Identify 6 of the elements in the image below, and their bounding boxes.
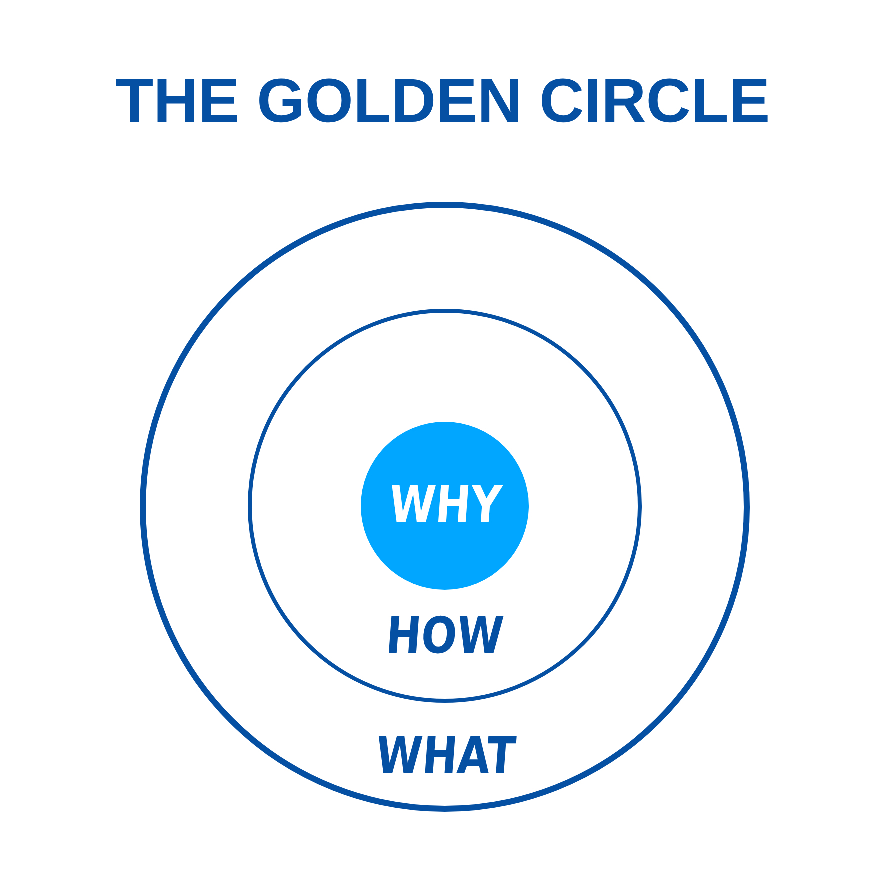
outer-circle — [140, 202, 750, 812]
circle-label: HOW — [383, 608, 507, 664]
circle-label: WHAT — [373, 728, 519, 784]
diagram-title: THE GOLDEN CIRCLE — [116, 66, 770, 138]
middle-circle — [248, 309, 642, 703]
circle-label: WHY — [386, 477, 504, 533]
